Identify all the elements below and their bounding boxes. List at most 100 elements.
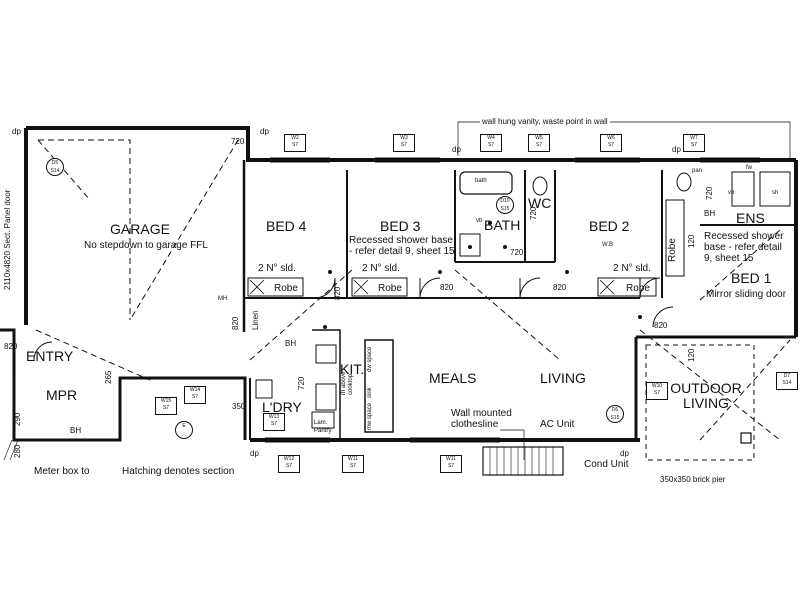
robe-bed1: [665, 199, 685, 277]
floor-waste-label: fw: [746, 165, 752, 171]
windows-bottom: [265, 437, 500, 443]
ens-note: Recessed shower base - refer detail 9, s…: [704, 231, 784, 264]
kitchen-bench: [312, 329, 341, 440]
ac-unit-label: AC Unit: [540, 419, 575, 430]
garage-hip-lines: [37, 139, 239, 321]
dim-290: 290: [13, 412, 22, 426]
room-label-wc: WC: [528, 195, 552, 211]
room-label-ldry: L'DRY: [262, 399, 302, 415]
downpipe-label-4: dp: [672, 145, 681, 154]
bed3-sliding-note: 2 N° sld.: [362, 263, 400, 274]
robe-label-bed1: Robe: [667, 238, 678, 262]
laundry-tub: [255, 379, 273, 399]
pan-label: pan: [692, 168, 703, 174]
room-label-garage: GARAGE: [110, 221, 170, 237]
robe-bed3: [351, 277, 408, 297]
dim-720-top: 720: [231, 137, 245, 146]
bed2-sliding-note: 2 N° sld.: [613, 263, 651, 274]
detail-ref-d10: D10 S15: [496, 196, 514, 214]
light-dots: [323, 221, 642, 329]
dim-820-hall: 820: [333, 286, 342, 300]
roof-hip-lines: [35, 229, 791, 441]
vanity-basin-label: vb: [476, 218, 483, 224]
brick-pier-note: 350x350 brick pier: [660, 475, 726, 484]
bath-tub: [459, 171, 513, 195]
bulkhead-label-mpr: BH: [70, 426, 82, 435]
manhole-label: MH: [218, 296, 228, 302]
robe-label-bed2: Robe: [626, 283, 650, 294]
detail-ref-d7: D7 S14: [776, 372, 798, 390]
kitchen-sink: [315, 344, 337, 364]
downpipe-label-5: dp: [250, 449, 259, 458]
cond-unit-grille: [489, 447, 554, 475]
ens-vanity: [731, 171, 755, 207]
dim-820-bed4: 820: [231, 316, 240, 330]
room-label-entry: ENTRY: [26, 348, 74, 364]
dim-720-wc: 720: [529, 206, 538, 220]
lam-label: Lam.: [314, 420, 328, 426]
dim-720-ens: 720: [705, 186, 714, 200]
room-label-bed3: BED 3: [380, 218, 421, 234]
ens-shower-label: sh: [772, 190, 779, 196]
garage-note: No stepdown to garage FFL: [84, 240, 208, 251]
ens-toilet: [676, 172, 692, 192]
ens-shower: [759, 171, 791, 207]
dim-120-outdoor: 120: [687, 348, 696, 362]
dim-265: 265: [104, 370, 113, 384]
kitchen-cooktop: [315, 383, 337, 411]
vanity-note: wall hung vanity, waste point in wall: [480, 117, 610, 127]
door-swings: [33, 277, 674, 361]
detail-ref-d5: D5 S14: [46, 158, 64, 176]
cond-unit-label: Cond Unit: [584, 459, 629, 470]
dw-space-label: dw space: [367, 346, 373, 372]
rh-above-label: rh above cooktop: [341, 371, 354, 395]
robe-label-bed4: Robe: [274, 283, 298, 294]
room-label-living: LIVING: [540, 370, 586, 386]
detail-ref-d6: D6 S15: [606, 405, 624, 423]
pantry: [311, 411, 335, 429]
washbasin-label: W.B: [602, 242, 614, 248]
hatch-lines: [3, 439, 19, 461]
dim-720-bath: 720: [510, 248, 524, 257]
dim-820-entry: 820: [4, 342, 18, 351]
linen-label: Linen: [251, 310, 260, 330]
downpipe-label-1: dp: [12, 127, 21, 136]
robe-bed2: [597, 277, 657, 297]
bed4-sliding-note: 2 N° sld.: [258, 263, 296, 274]
bath-shower: [459, 233, 481, 257]
room-label-bed4: BED 4: [266, 218, 307, 234]
bed1-note: Mirror sliding door: [706, 289, 787, 300]
sink-label: sink: [367, 387, 373, 398]
room-label-bed2: BED 2: [589, 218, 630, 234]
door-openings: [334, 278, 641, 298]
dim-820-bed2: 820: [553, 283, 567, 292]
bulkhead-label-hall: BH: [285, 339, 297, 348]
downpipe-label-2: dp: [260, 127, 269, 136]
room-label-ens: ENS: [736, 210, 765, 226]
kitchen-island: [364, 339, 394, 433]
downpipe-label-3: dp: [452, 145, 461, 154]
room-label-kit: KIT.: [340, 361, 365, 377]
ens-vanity-label: vb: [728, 190, 735, 196]
robe-bed4: [247, 277, 304, 297]
robe-x-marks: [249, 279, 615, 295]
dim-350: 350: [232, 402, 246, 411]
clothesline-leader: [500, 429, 525, 460]
dim-820-bed3: 820: [440, 283, 454, 292]
meter-box-note: Meter box to: [34, 466, 90, 477]
bath-fixture-label: bath: [475, 178, 487, 184]
room-label-mpr: MPR: [46, 387, 78, 403]
outer-wall-entry: [0, 328, 247, 442]
wc-toilet: [532, 176, 548, 196]
